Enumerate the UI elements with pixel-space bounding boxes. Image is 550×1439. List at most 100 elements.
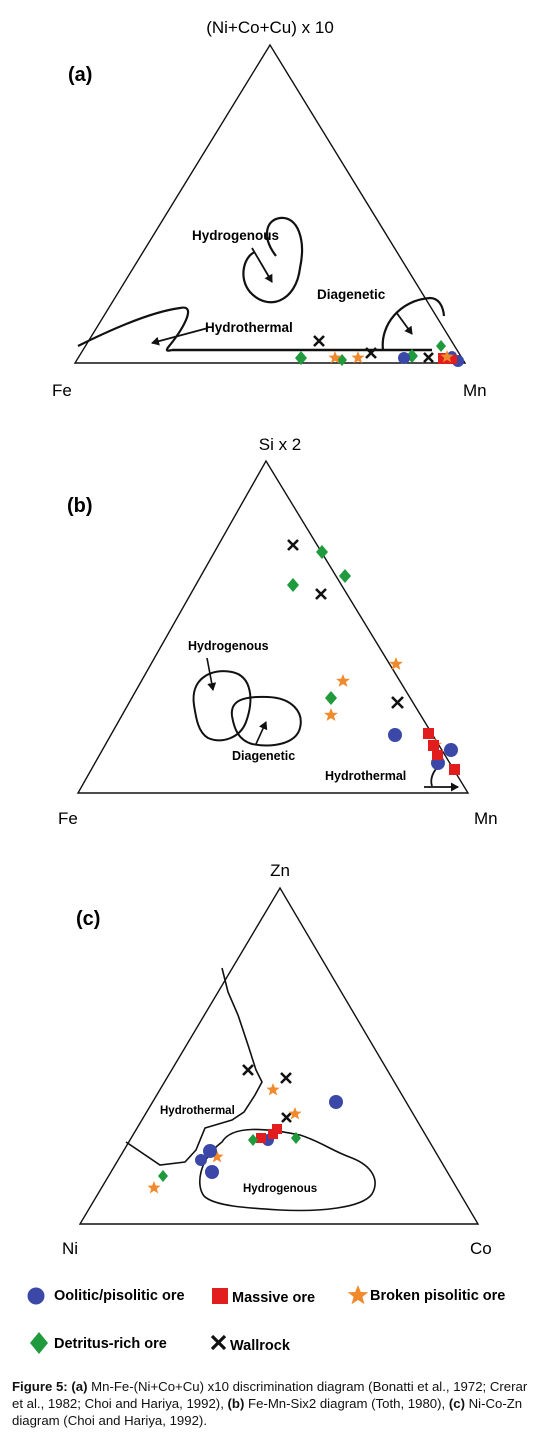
- legend-item-massive: Massive ore: [212, 1288, 315, 1306]
- panel-a-hydrothermal-arrow: [151, 327, 209, 346]
- ternary-diagrams: (Ni+Co+Cu) x 10 (a) Fe Mn Hydrogenous Di…: [27, 18, 505, 1354]
- panel-b-diagenetic-arrow: [255, 721, 268, 745]
- point-detritus: [339, 569, 351, 583]
- legend-label: Wallrock: [230, 1338, 291, 1354]
- panel-a-triangle: [73, 43, 467, 364]
- panel-b-hydrogenous-arrow: [206, 657, 217, 691]
- panel-b-points: [287, 539, 460, 775]
- panel-a-points: [295, 335, 464, 367]
- panel-b-diagenetic-field: [230, 695, 302, 747]
- point-oolitic: [444, 743, 458, 757]
- point-broken: [440, 350, 454, 363]
- point-oolitic: [203, 1144, 217, 1158]
- panel-c-apex-left: Ni: [62, 1239, 78, 1258]
- panel-c-hydrothermal-label: Hydrothermal: [160, 1105, 235, 1117]
- panel-c-label: (c): [76, 908, 100, 930]
- legend: Oolitic/pisolitic ore Massive ore Broken…: [27, 1285, 505, 1354]
- point-broken: [210, 1150, 224, 1163]
- panel-c: Zn (c) Ni Co Hydrothermal Hydrogenous: [62, 861, 492, 1258]
- panel-a-apex-right: Mn: [463, 381, 487, 400]
- point-wallrock: [423, 352, 434, 363]
- point-broken: [328, 351, 342, 364]
- panel-c-apex-right: Co: [470, 1239, 492, 1258]
- legend-label: Broken pisolitic ore: [370, 1288, 505, 1304]
- point-wallrock: [280, 1072, 292, 1084]
- circle-icon: [27, 1287, 45, 1305]
- point-massive: [432, 750, 443, 760]
- point-massive: [272, 1124, 282, 1134]
- legend-item-oolitic: Oolitic/pisolitic ore: [27, 1287, 185, 1305]
- point-detritus: [287, 578, 299, 592]
- panel-c-hydrogenous-label: Hydrogenous: [243, 1183, 317, 1195]
- star-icon: [347, 1285, 369, 1305]
- point-massive: [423, 728, 434, 739]
- point-detritus: [291, 1132, 301, 1144]
- panel-b-hydrothermal-label: Hydrothermal: [325, 769, 406, 783]
- panel-b-diagenetic-label: Diagenetic: [232, 749, 295, 763]
- point-broken: [324, 708, 338, 721]
- point-wallrock: [281, 1112, 292, 1123]
- point-wallrock: [315, 588, 327, 600]
- point-broken: [336, 674, 350, 687]
- panel-a-diagenetic-field: [381, 296, 446, 351]
- point-detritus: [325, 691, 337, 705]
- panel-a-hydrothermal-field: [77, 306, 190, 352]
- legend-label: Detritus-rich ore: [54, 1336, 167, 1352]
- point-oolitic: [398, 352, 410, 364]
- panel-a-hydrogenous-label: Hydrogenous: [192, 228, 279, 243]
- point-massive: [438, 353, 448, 364]
- caption-part-a-tag: (a): [71, 1379, 88, 1394]
- panel-a-hydrothermal-label: Hydrothermal: [205, 320, 293, 335]
- panel-b-apex-top: Si x 2: [259, 435, 302, 454]
- panel-c-hydrothermal-field: [125, 967, 263, 1166]
- caption-part-c-text: Ni-Co-Zn diagram (Choi and Hariya, 1992)…: [12, 1396, 523, 1428]
- point-wallrock: [365, 347, 377, 359]
- panel-c-points: [147, 1064, 343, 1194]
- point-broken: [351, 351, 365, 364]
- point-wallrock: [313, 335, 325, 347]
- point-oolitic: [205, 1165, 219, 1179]
- point-detritus: [295, 351, 307, 365]
- panel-c-apex-top: Zn: [270, 861, 290, 880]
- panel-a-label: (a): [68, 64, 92, 86]
- legend-item-wallrock: Wallrock: [210, 1334, 291, 1354]
- point-wallrock: [287, 539, 299, 551]
- point-massive: [256, 1133, 266, 1143]
- point-oolitic: [195, 1154, 207, 1166]
- panel-c-triangle: [78, 886, 480, 1225]
- panel-b-hydrogenous-field: [192, 670, 252, 742]
- caption-part-a-text: Mn-Fe-(Ni+Co+Cu) x10 discrimination diag…: [12, 1379, 528, 1411]
- legend-label: Oolitic/pisolitic ore: [54, 1288, 185, 1304]
- point-broken: [266, 1083, 280, 1096]
- panel-c-hydrogenous-field: [198, 1128, 376, 1212]
- point-detritus: [436, 340, 446, 352]
- point-oolitic: [388, 728, 402, 742]
- figure-caption: Figure 5: (a) Mn-Fe-(Ni+Co+Cu) x10 discr…: [12, 1378, 540, 1429]
- cross-icon: [210, 1334, 227, 1351]
- point-broken: [389, 657, 403, 670]
- point-oolitic: [329, 1095, 343, 1109]
- panel-a-apex-left: Fe: [52, 381, 72, 400]
- panel-a-diagenetic-arrow: [395, 311, 413, 335]
- panel-a-hydrogenous-field: [242, 216, 304, 304]
- square-icon: [212, 1288, 228, 1304]
- caption-part-b-tag: (b): [227, 1396, 245, 1411]
- point-wallrock: [391, 696, 404, 709]
- point-detritus: [316, 545, 328, 559]
- legend-label: Massive ore: [232, 1290, 315, 1306]
- point-detritus: [158, 1170, 168, 1182]
- caption-part-c-tag: (c): [448, 1396, 465, 1411]
- caption-part-b-text: Fe-Mn-Six2 diagram (Toth, 1980),: [244, 1396, 449, 1411]
- panel-b-apex-left: Fe: [58, 809, 78, 828]
- panel-a-apex-top: (Ni+Co+Cu) x 10: [206, 18, 334, 37]
- panel-a-diagenetic-label: Diagenetic: [317, 287, 386, 302]
- point-broken: [147, 1181, 161, 1194]
- panel-b-apex-right: Mn: [474, 809, 498, 828]
- caption-figure-label: Figure 5:: [12, 1379, 68, 1394]
- panel-b-hydrogenous-label: Hydrogenous: [188, 639, 269, 653]
- panel-b: Si x 2 (b) Fe Mn Hydrogenous Diagenetic …: [58, 435, 498, 828]
- diamond-icon: [30, 1332, 48, 1354]
- panel-b-triangle: [76, 459, 470, 794]
- legend-item-broken: Broken pisolitic ore: [347, 1285, 505, 1305]
- panel-b-label: (b): [67, 495, 93, 517]
